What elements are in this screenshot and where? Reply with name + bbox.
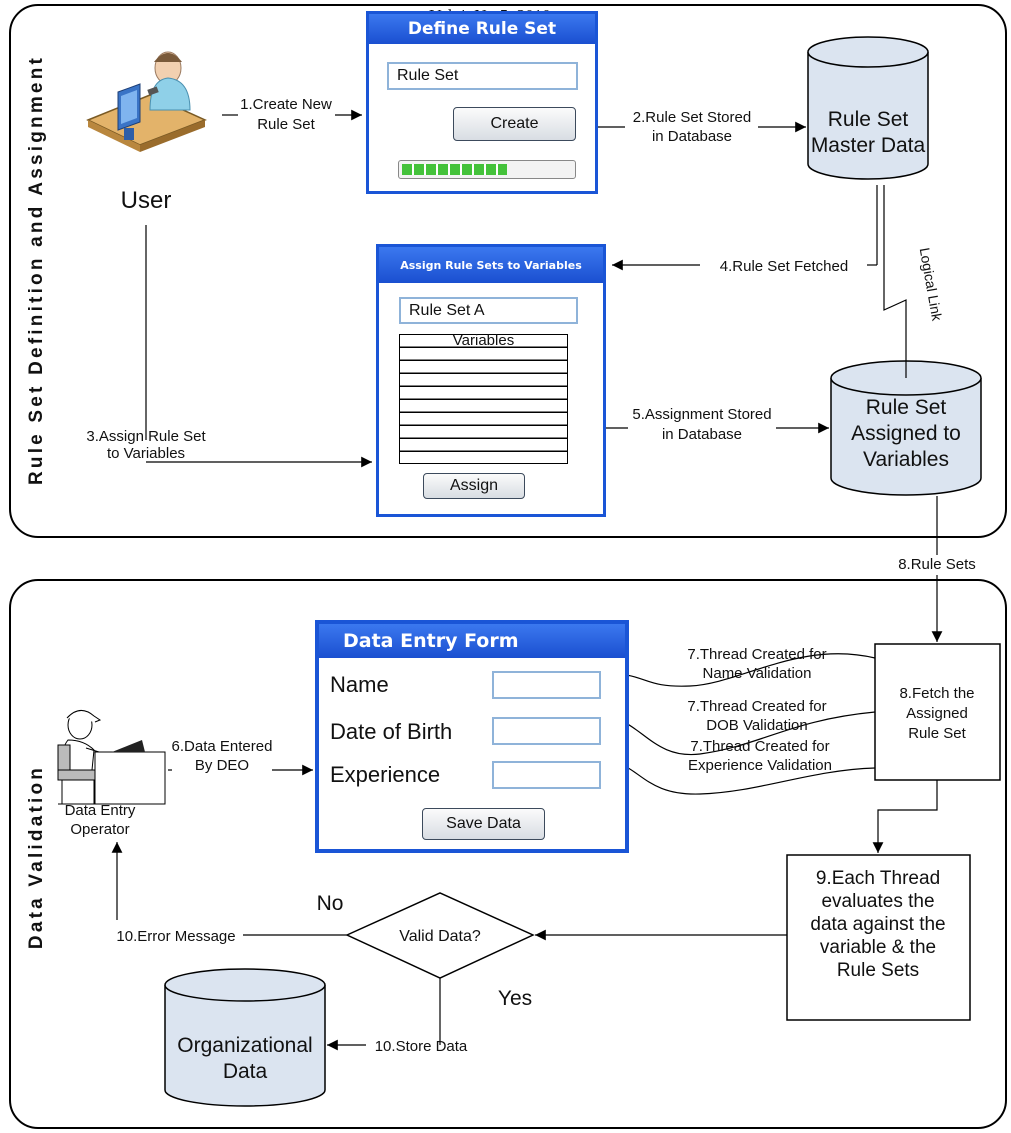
variables-table[interactable]: Variables — [399, 332, 568, 464]
user-icon — [86, 51, 207, 152]
data-entry-operator-icon — [57, 710, 166, 805]
step3-line2: to Variables — [107, 445, 185, 462]
rule-set-master-data-db: Rule Set Master Data — [807, 36, 929, 180]
rule-set-assigned-db: Rule Set Assigned to Variables — [830, 360, 982, 496]
name-input[interactable] — [492, 671, 601, 699]
step1-line1: 1.Create New — [240, 96, 332, 113]
define-rule-set-titlebar: Define Rule Set — [369, 14, 595, 44]
org-db-line1: Organizational — [177, 1034, 312, 1057]
step7b-line1: 7.Thread Created for — [687, 698, 826, 715]
s9-line4: variable & the — [820, 937, 936, 958]
rule-set-select[interactable]: Rule Set A — [399, 297, 578, 324]
step6-line2: By DEO — [195, 757, 249, 774]
top-section-title: Rule Set Definition and Assignment — [26, 55, 47, 485]
fetch-rule-set-box — [874, 643, 1001, 781]
step7a-line2: Name Validation — [703, 665, 812, 682]
step2-line1: 2.Rule Set Stored — [633, 109, 751, 126]
org-db-line2: Data — [223, 1060, 268, 1083]
step5-line2: in Database — [662, 426, 742, 443]
decision-label: Valid Data? — [399, 928, 481, 945]
step2-line2: in Database — [652, 128, 732, 145]
create-button[interactable]: Create — [453, 107, 576, 141]
logical-link-label: Logical Link — [917, 246, 946, 323]
step4-label: 4.Rule Set Fetched — [720, 258, 848, 275]
assigned-db-line2: Assigned to — [851, 422, 961, 445]
data-entry-form-window: Data Entry Form Name Date of Birth Exper… — [315, 620, 629, 853]
assigned-db-line3: Variables — [863, 448, 949, 471]
organizational-data-db: Organizational Data — [164, 968, 326, 1107]
step7b-line2: DOB Validation — [706, 717, 807, 734]
s9-line5: Rule Sets — [837, 960, 919, 981]
progress-bar-fill — [402, 164, 508, 175]
dob-label: Date of Birth — [330, 719, 453, 744]
assign-rule-sets-window: Assign Rule Sets to Variables Rule Set A… — [376, 244, 606, 517]
assign-button[interactable]: Assign — [423, 473, 525, 499]
master-db-line2: Master Data — [811, 134, 926, 157]
save-data-button[interactable]: Save Data — [422, 808, 545, 840]
no-label: No — [317, 892, 344, 915]
step5-line1: 5.Assignment Stored — [632, 406, 771, 423]
step10-error-label: 10.Error Message — [116, 928, 235, 945]
experience-input[interactable] — [492, 761, 601, 789]
step3-line1: 3.Assign Rule Set — [86, 428, 206, 445]
define-rule-set-window: Define Rule Set Rule Set Create — [366, 11, 598, 194]
thread-evaluation-box — [786, 854, 971, 1021]
bottom-section-frame — [9, 579, 1007, 1129]
s8-box-line3: Rule Set — [908, 725, 966, 742]
bottom-section-title: Data Validation — [26, 765, 47, 949]
top-section-frame — [9, 4, 1007, 538]
dob-input[interactable] — [492, 717, 601, 745]
step1-line2: Rule Set — [257, 116, 315, 133]
step7c-line1: 7.Thread Created for — [690, 738, 829, 755]
step7a-line1: 7.Thread Created for — [687, 646, 826, 663]
connectors — [111, 109, 943, 1051]
assign-rule-sets-titlebar: Assign Rule Sets to Variables — [379, 247, 603, 283]
s8-box-line2: Assigned — [906, 705, 968, 722]
define-rule-set-title: Define Rule Set — [407, 19, 557, 39]
s9-line2: evaluates the — [821, 891, 934, 912]
data-entry-form-title: Data Entry Form — [343, 630, 519, 652]
step6-line1: 6.Data Entered — [172, 738, 273, 755]
variables-table-header: Variables — [452, 332, 515, 349]
progress-bar — [398, 160, 576, 179]
valid-data-decision — [345, 892, 535, 979]
s9-line3: data against the — [810, 914, 945, 935]
s9-line1: 9.Each Thread — [816, 868, 940, 889]
s8-box-line1: 8.Fetch the — [899, 685, 974, 702]
deo-label-line2: Operator — [70, 821, 129, 838]
assigned-db-line1: Rule Set — [866, 396, 947, 419]
yes-label: Yes — [498, 987, 532, 1010]
name-label: Name — [330, 672, 389, 697]
experience-label: Experience — [330, 762, 441, 787]
step8-rules-label: 8.Rule Sets — [898, 556, 976, 573]
assign-rule-sets-title: Assign Rule Sets to Variables — [400, 258, 582, 272]
user-label: User — [121, 187, 172, 214]
step7c-line2: Experience Validation — [688, 757, 832, 774]
rule-set-name-input[interactable]: Rule Set — [387, 62, 578, 90]
deo-label-line1: Data Entry — [65, 802, 136, 819]
step10-store-label: 10.Store Data — [375, 1038, 468, 1055]
master-db-line1: Rule Set — [828, 108, 909, 131]
data-entry-form-titlebar: Data Entry Form — [319, 624, 625, 658]
